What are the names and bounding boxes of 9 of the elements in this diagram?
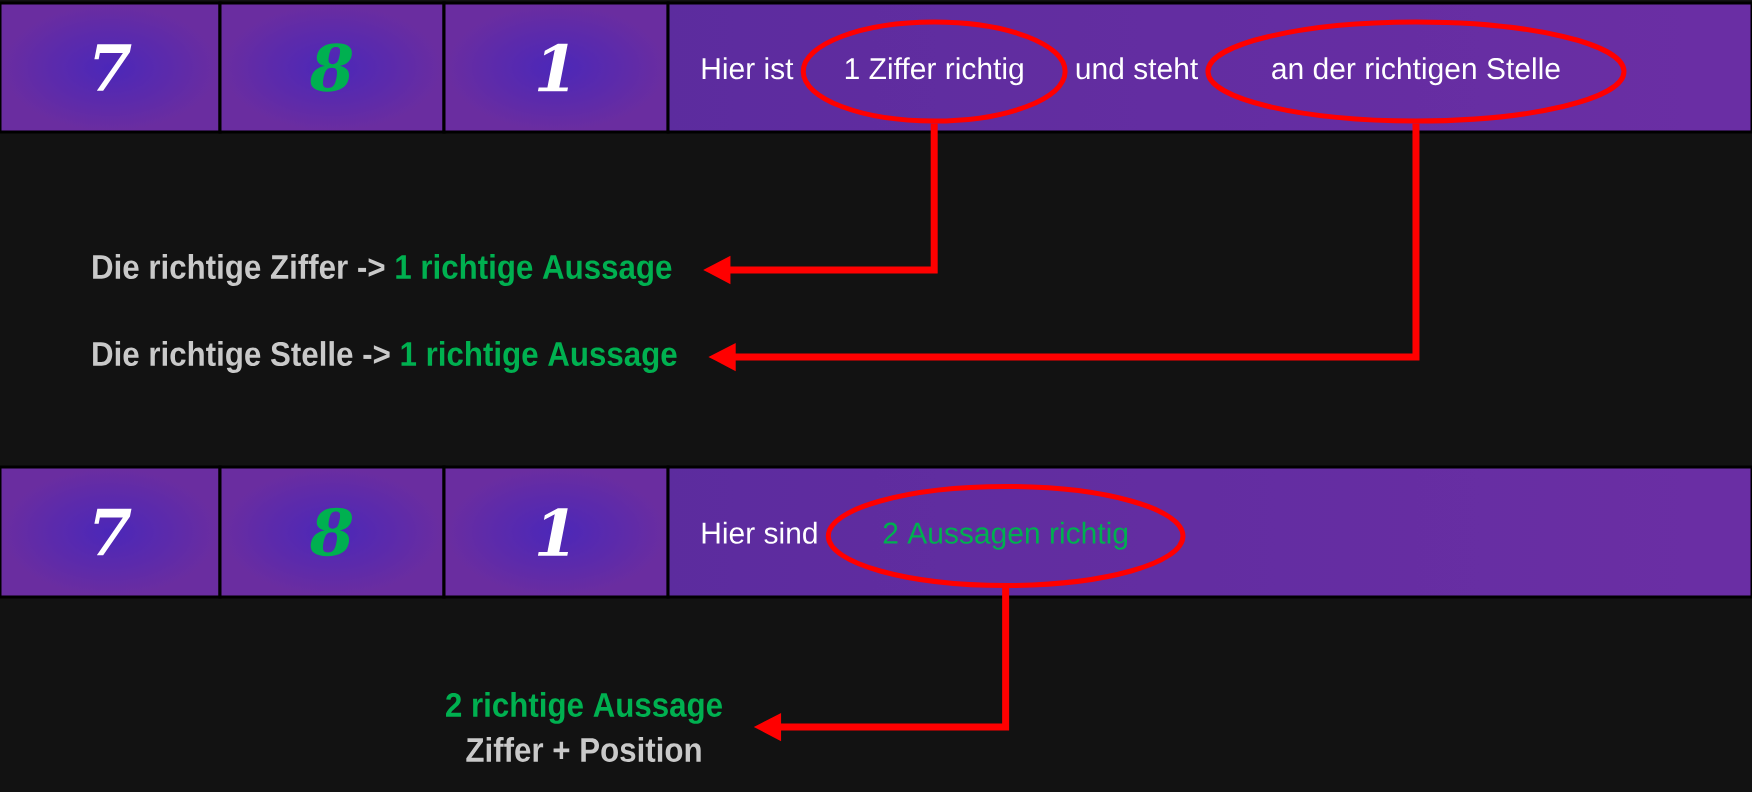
digit-cell: 7 xyxy=(0,465,222,599)
result-text: Die richtige Ziffer -> 1 richtige Aussage xyxy=(93,254,672,286)
digit-cell: 8 xyxy=(218,1,446,134)
result-text: Die richtige Stelle -> 1 richtige Aussage xyxy=(93,341,677,373)
digit-cell: 7 xyxy=(0,1,222,134)
digit-cell: 1 xyxy=(442,465,670,599)
digit-cell: 1 xyxy=(442,1,670,134)
result-text: 2 richtige Aussage Ziffer + Position xyxy=(446,692,722,762)
digit-cell: 8 xyxy=(218,465,446,599)
